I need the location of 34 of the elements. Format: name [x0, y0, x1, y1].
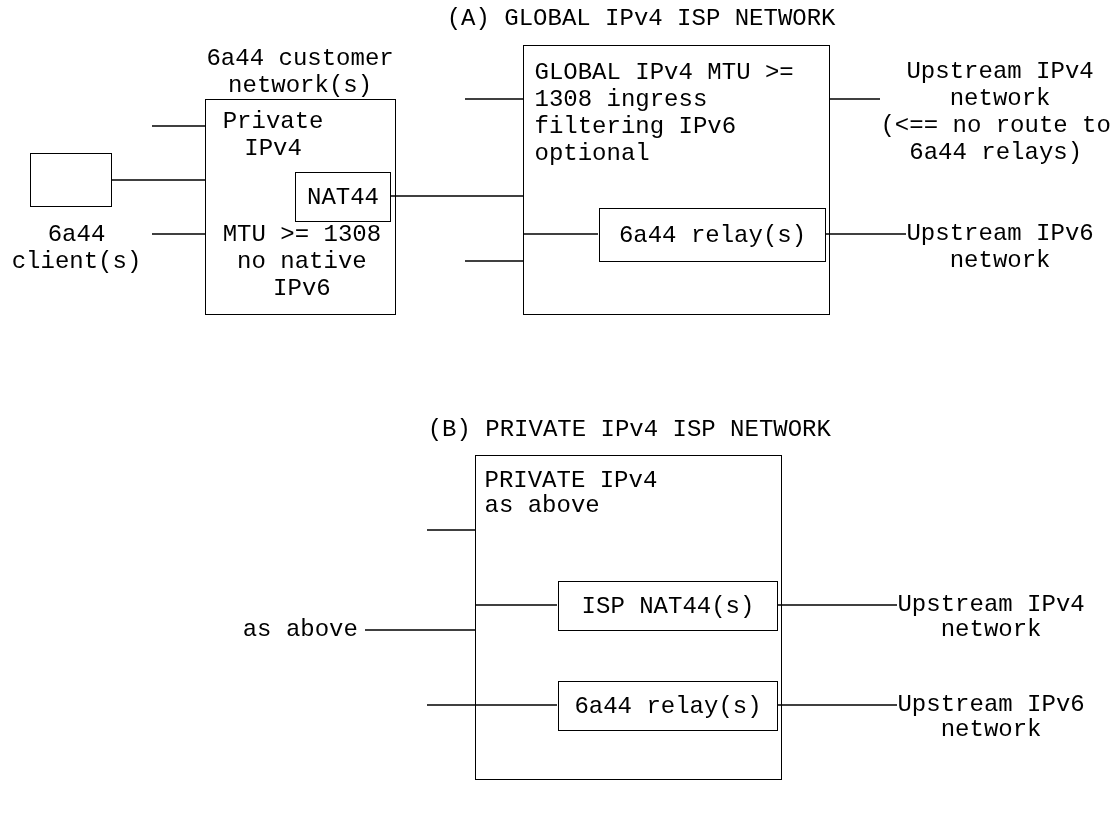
connector-line: [111, 179, 206, 181]
connector-line: [522, 233, 599, 235]
network-label: Upstream IPv4 network: [896, 591, 1086, 642]
box-heading: 6a44 customer network(s): [205, 44, 395, 99]
connector-line: [426, 704, 476, 706]
network-label: as above: [241, 616, 359, 642]
connector-line: [776, 604, 898, 606]
box-caption: 6a44 client(s): [10, 220, 143, 275]
box-text: GLOBAL IPv4 MTU >= 1308 ingress filtering IPv6 optional: [534, 58, 795, 167]
relay-box: 6a44 relay(s): [558, 681, 778, 731]
connector-line: [426, 529, 476, 531]
box-text: MTU >= 1308 no native IPv6: [221, 220, 383, 302]
network-label: Upstream IPv6 network: [896, 691, 1086, 742]
connector-line: [364, 629, 476, 631]
connector-line: [464, 260, 524, 262]
connector-line: [474, 704, 558, 706]
connector-line: [464, 98, 524, 100]
connector-line: [474, 604, 558, 606]
box-heading: (A) GLOBAL IPv4 ISP NETWORK: [445, 4, 837, 32]
network-label: Upstream IPv4 network: [905, 57, 1095, 112]
connector-line: [389, 195, 524, 197]
box-text: Private IPv4: [221, 107, 325, 162]
connector-line: [151, 233, 206, 235]
connector-line: [829, 98, 881, 100]
network-note: (<== no route to 6a44 relays): [879, 111, 1112, 166]
nat-box: NAT44: [295, 172, 391, 222]
connector-line: [151, 125, 206, 127]
box-heading: (B) PRIVATE IPv4 ISP NETWORK: [426, 416, 832, 442]
relay-box: 6a44 relay(s): [599, 208, 826, 262]
box-text: PRIVATE IPv4 as above: [484, 467, 659, 518]
network-label: Upstream IPv6 network: [905, 219, 1095, 274]
connector-line: [824, 233, 907, 235]
nat-box: ISP NAT44(s): [558, 581, 778, 631]
connector-line: [776, 704, 898, 706]
